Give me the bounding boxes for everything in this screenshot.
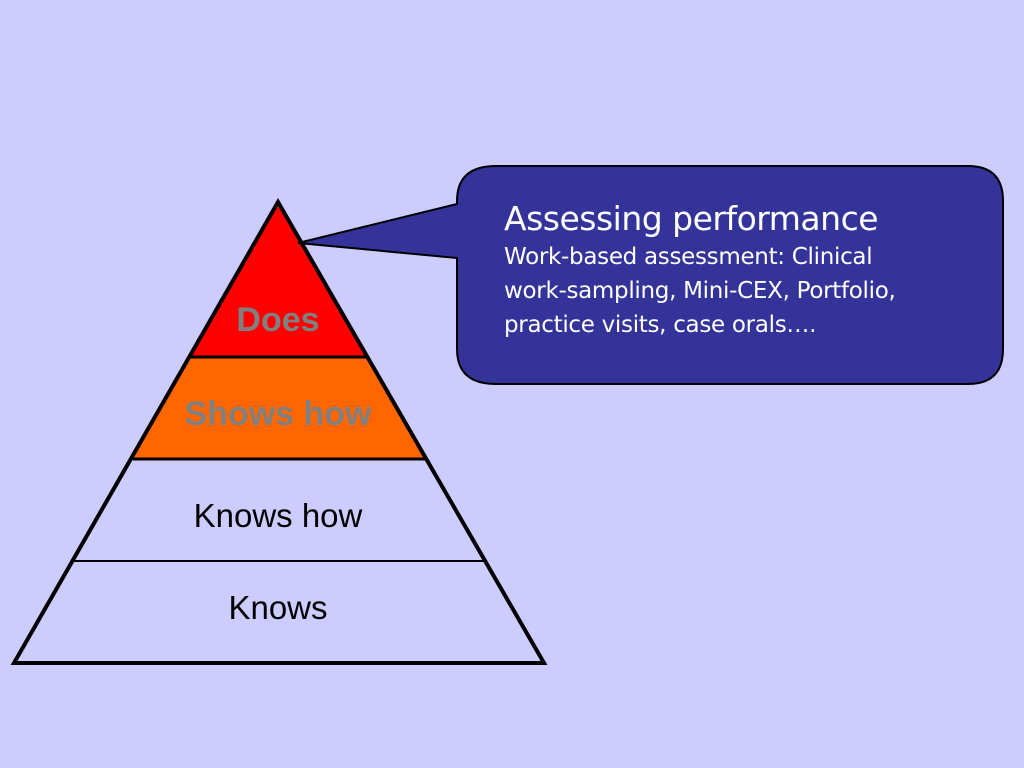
level-label-knows: Knows bbox=[228, 589, 327, 626]
pyramid-level-shows-how bbox=[133, 357, 425, 459]
callout-bubble bbox=[297, 165, 1004, 385]
pyramid-outline bbox=[10, 197, 548, 665]
level-label-does: Does bbox=[236, 301, 319, 339]
callout-body: Work-based assessment: Clinical work-sam… bbox=[504, 244, 896, 338]
pyramid-level-knows bbox=[14, 561, 544, 663]
level-label-shows-how: Shows how bbox=[185, 395, 373, 433]
pyramid-level-knows-how bbox=[74, 459, 484, 561]
pyramid-level-does bbox=[190, 202, 366, 357]
callout-heading: Assessing performance bbox=[504, 199, 879, 238]
level-label-knows-how: Knows how bbox=[194, 497, 363, 534]
callout-text: Assessing performance Work-based assessm… bbox=[504, 198, 924, 342]
